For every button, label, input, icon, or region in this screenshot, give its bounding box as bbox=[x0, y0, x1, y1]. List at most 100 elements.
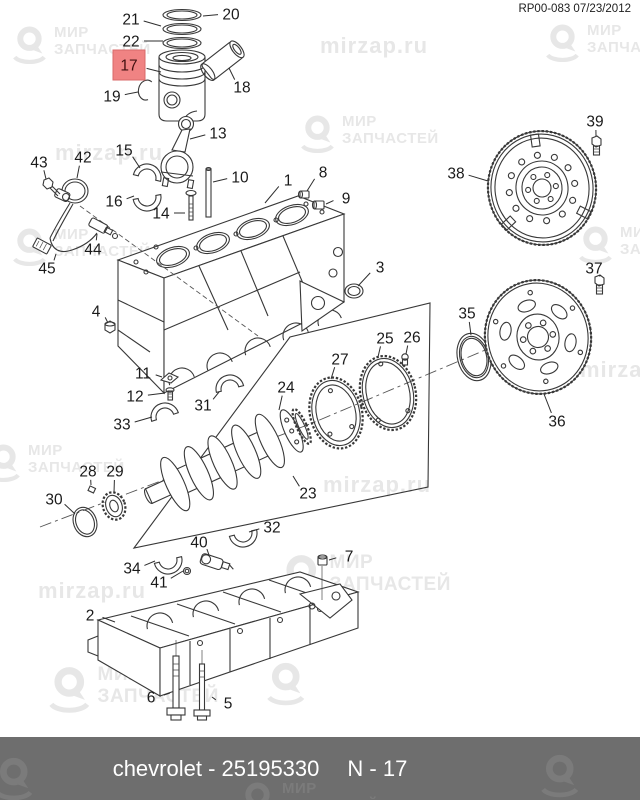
callout-36[interactable]: 36 bbox=[543, 393, 566, 431]
callout-17[interactable]: 17 bbox=[112, 49, 162, 81]
callout-8[interactable]: 8 bbox=[306, 165, 327, 192]
part-bolt-43[interactable] bbox=[42, 177, 61, 197]
part-bolt-39[interactable] bbox=[591, 135, 602, 156]
callout-15[interactable]: 15 bbox=[115, 143, 141, 169]
callout-40[interactable]: 40 bbox=[190, 535, 210, 556]
callout-43[interactable]: 43 bbox=[30, 155, 48, 180]
part-front-seal-30[interactable] bbox=[69, 504, 101, 540]
part-seal-3[interactable] bbox=[344, 283, 364, 299]
callout-37[interactable]: 37 bbox=[585, 261, 602, 278]
part-bolt-26[interactable] bbox=[401, 353, 409, 366]
callout-5[interactable]: 5 bbox=[211, 696, 232, 713]
callout-23[interactable]: 23 bbox=[292, 475, 317, 503]
part-rod-bearing-upper[interactable] bbox=[132, 161, 164, 183]
part-bolt-12[interactable] bbox=[165, 387, 175, 401]
svg-text:40: 40 bbox=[190, 535, 208, 552]
callout-25[interactable]: 25 bbox=[376, 331, 394, 358]
callout-45[interactable]: 45 bbox=[38, 253, 57, 278]
part-dowel-tube[interactable] bbox=[205, 166, 212, 218]
part-dowel-8[interactable] bbox=[297, 190, 310, 199]
callout-38[interactable]: 38 bbox=[447, 166, 489, 183]
callout-21[interactable]: 21 bbox=[122, 12, 162, 29]
part-crank-gear-29[interactable] bbox=[99, 489, 129, 523]
callout-32[interactable]: 32 bbox=[248, 520, 281, 537]
footer-part-number: chevrolet - 25195330 bbox=[112, 755, 320, 781]
part-washer-28[interactable] bbox=[87, 485, 97, 494]
part-main-bearing-31[interactable] bbox=[213, 372, 245, 394]
callout-18[interactable]: 18 bbox=[228, 67, 251, 97]
callout-13[interactable]: 13 bbox=[189, 126, 227, 143]
svg-text:41: 41 bbox=[150, 575, 167, 592]
svg-text:19: 19 bbox=[103, 89, 120, 106]
part-reluctor-ring-27[interactable] bbox=[302, 372, 370, 454]
part-sensor-42[interactable] bbox=[54, 178, 89, 204]
callout-27[interactable]: 27 bbox=[330, 352, 349, 380]
part-bolt-6[interactable] bbox=[166, 640, 186, 721]
part-flexplate[interactable] bbox=[476, 272, 600, 403]
part-plug-4[interactable] bbox=[104, 320, 116, 334]
part-clip-11[interactable] bbox=[159, 372, 180, 384]
part-bolt-37[interactable] bbox=[594, 274, 605, 295]
callout-11[interactable]: 11 bbox=[135, 366, 163, 383]
callout-1[interactable]: 1 bbox=[264, 173, 292, 204]
part-main-bearing-34[interactable] bbox=[153, 555, 185, 577]
callout-35[interactable]: 35 bbox=[458, 306, 476, 336]
callout-2[interactable]: 2 bbox=[86, 608, 116, 625]
callout-29[interactable]: 29 bbox=[106, 464, 124, 494]
callout-16[interactable]: 16 bbox=[105, 194, 135, 211]
callout-6[interactable]: 6 bbox=[147, 690, 171, 707]
part-crankshaft[interactable] bbox=[134, 398, 318, 524]
part-plug-7[interactable] bbox=[317, 554, 328, 600]
callout-39[interactable]: 39 bbox=[586, 114, 604, 137]
part-main-bearing-33[interactable] bbox=[147, 399, 180, 423]
callout-20[interactable]: 20 bbox=[202, 7, 240, 24]
part-harness-45[interactable] bbox=[32, 202, 98, 255]
part-snap-ring[interactable] bbox=[137, 79, 153, 101]
callout-4[interactable]: 4 bbox=[92, 304, 109, 324]
part-main-bearing-32[interactable] bbox=[228, 528, 260, 550]
part-rod-bolt[interactable] bbox=[185, 189, 197, 221]
part-ring-gear-25[interactable] bbox=[352, 350, 424, 436]
callout-3[interactable]: 3 bbox=[357, 260, 385, 287]
part-sensor-44[interactable] bbox=[88, 217, 119, 240]
callout-33[interactable]: 33 bbox=[113, 417, 153, 434]
svg-text:7: 7 bbox=[345, 549, 354, 566]
part-bedplate[interactable] bbox=[87, 571, 360, 697]
watermark-logo bbox=[266, 660, 306, 717]
svg-text:3: 3 bbox=[376, 260, 385, 277]
callout-10[interactable]: 10 bbox=[212, 170, 249, 187]
part-rod-bearing-lower[interactable] bbox=[132, 193, 163, 214]
sensor-axis-line bbox=[79, 205, 259, 337]
part-piston-pin[interactable] bbox=[198, 39, 247, 83]
part-engine-block[interactable] bbox=[116, 195, 346, 395]
svg-text:44: 44 bbox=[84, 242, 102, 259]
svg-text:45: 45 bbox=[38, 261, 55, 278]
callout-42[interactable]: 42 bbox=[74, 150, 92, 179]
part-dowel-9[interactable] bbox=[311, 200, 325, 210]
callout-26[interactable]: 26 bbox=[403, 330, 421, 355]
callout-12[interactable]: 12 bbox=[126, 389, 166, 406]
callout-31[interactable]: 31 bbox=[194, 391, 220, 415]
callout-28[interactable]: 28 bbox=[79, 464, 97, 486]
callout-44[interactable]: 44 bbox=[84, 233, 102, 259]
callout-7[interactable]: 7 bbox=[328, 549, 354, 566]
callout-24[interactable]: 24 bbox=[277, 380, 295, 411]
watermark-site: mirzap.ru bbox=[323, 472, 432, 497]
part-flywheel[interactable] bbox=[481, 124, 604, 252]
document-reference: RP00-083 07/23/2012 bbox=[518, 3, 631, 15]
callout-22[interactable]: 22 bbox=[122, 34, 163, 51]
callout-30[interactable]: 30 bbox=[45, 492, 76, 515]
callout-41[interactable]: 41 bbox=[150, 570, 184, 592]
part-connecting-rod[interactable] bbox=[160, 115, 195, 190]
part-piston-rings[interactable] bbox=[162, 8, 202, 50]
callout-34[interactable]: 34 bbox=[123, 561, 156, 578]
part-oil-jet-40[interactable] bbox=[199, 553, 235, 574]
callout-9[interactable]: 9 bbox=[325, 191, 350, 208]
part-piston[interactable] bbox=[158, 49, 206, 122]
part-crank-gear-24[interactable] bbox=[289, 407, 314, 446]
callout-14[interactable]: 14 bbox=[152, 206, 185, 223]
callout-19[interactable]: 19 bbox=[103, 89, 139, 106]
part-bolt-5[interactable] bbox=[193, 650, 211, 721]
part-bolt-41[interactable] bbox=[182, 566, 192, 576]
